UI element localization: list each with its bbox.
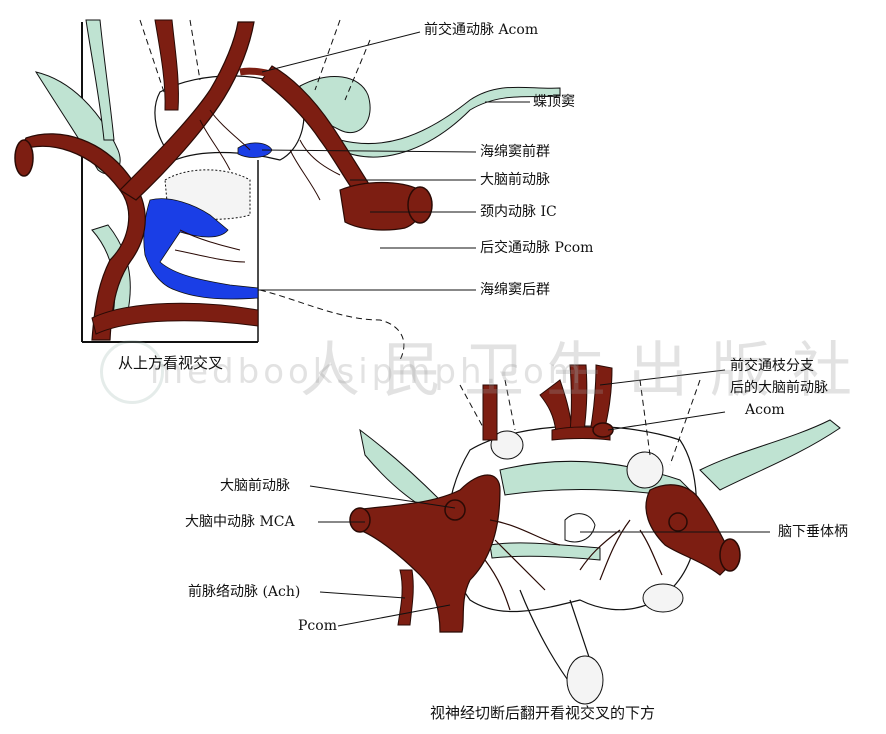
label-aca-bottom: 大脑前动脉	[220, 478, 290, 494]
caption-bottom: 视神经切断后翻开看视交叉的下方	[430, 704, 656, 722]
tract-stump	[566, 655, 604, 705]
nerve-stump-right	[642, 583, 684, 613]
leader-pcom-bottom	[337, 604, 451, 627]
aca-left-branch	[154, 19, 179, 111]
label-ica: 颈内动脉 IC	[480, 204, 557, 220]
ica-left-stump	[14, 139, 34, 177]
mca-stump	[349, 507, 371, 533]
aca-bottom-left-vertical	[482, 384, 498, 441]
optic-nerve-dashed-right	[314, 19, 341, 91]
dashed-nerves-bottom	[459, 379, 701, 466]
acom-stump	[592, 422, 614, 438]
label-aca-post-acom-line1: 前交通枝分支	[730, 358, 814, 374]
label-posterior-cavernous-group: 海绵窦后群	[480, 282, 550, 298]
tract-dashed	[259, 289, 405, 361]
leader-anterior-cavernous	[261, 149, 477, 153]
perforating-branches-bottom	[484, 519, 663, 611]
aca-right-bottom-stump	[668, 512, 688, 532]
leader-acom-bottom	[607, 411, 726, 431]
optic-nerve-stump-right	[626, 451, 664, 489]
basal-artery-top	[91, 302, 259, 335]
leader-ach	[319, 591, 406, 599]
label-aca-post-acom-line2: 后的大脑前动脉	[730, 380, 828, 396]
label-sphenoparietal-sinus: 蝶顶窦	[533, 94, 575, 110]
optic-nerve-dashed-left	[139, 19, 166, 96]
optic-nerve-dashed-mid	[189, 19, 201, 81]
label-acom-bottom: Acom	[745, 402, 785, 418]
label-ach: 前脉络动脉 (Ach)	[188, 584, 301, 600]
label-aca-top: 大脑前动脉	[480, 172, 550, 188]
optic-nerve-stump-left	[490, 430, 524, 460]
label-pcom-top: 后交通动脉 Pcom	[480, 240, 594, 256]
sinus-left-vertical	[85, 19, 115, 141]
sinus-bottom-right	[699, 419, 841, 491]
watermark-logo	[100, 340, 164, 404]
ach-artery	[397, 569, 414, 626]
watermark-cn: 人民卫生出版社	[300, 336, 874, 406]
caption-top: 从上方看视交叉	[118, 354, 224, 372]
top-figure	[14, 19, 561, 361]
leader-acom-top	[261, 31, 421, 73]
optic-nerve-dashed-right2	[344, 39, 371, 101]
posterior-cavernous-group	[143, 198, 259, 300]
label-mca: 大脑中动脉 MCA	[185, 514, 295, 530]
watermark-en: medbooksipmph.com	[150, 352, 585, 392]
label-pcom-bottom: Pcom	[298, 618, 337, 634]
sphenoparietal-sinus	[339, 86, 561, 158]
label-pituitary-stalk: 脑下垂体柄	[778, 524, 848, 540]
aca-left	[119, 21, 255, 201]
leader-aca-post-acom	[599, 369, 726, 386]
perforating-branches-top	[174, 109, 341, 263]
acom-top	[239, 67, 271, 78]
label-anterior-cavernous-group: 海绵窦前群	[480, 144, 550, 160]
ica-right-bottom-stump	[719, 538, 741, 572]
sinus-bottom-lower	[489, 542, 601, 561]
aca-stump-bottom	[444, 499, 466, 521]
pituitary-stalk	[564, 513, 596, 543]
bottom-figure	[309, 364, 841, 705]
label-acom-top: 前交通动脉 Acom	[424, 22, 539, 38]
leader-aca-bottom	[309, 485, 456, 509]
ica-right-stump	[407, 186, 433, 224]
